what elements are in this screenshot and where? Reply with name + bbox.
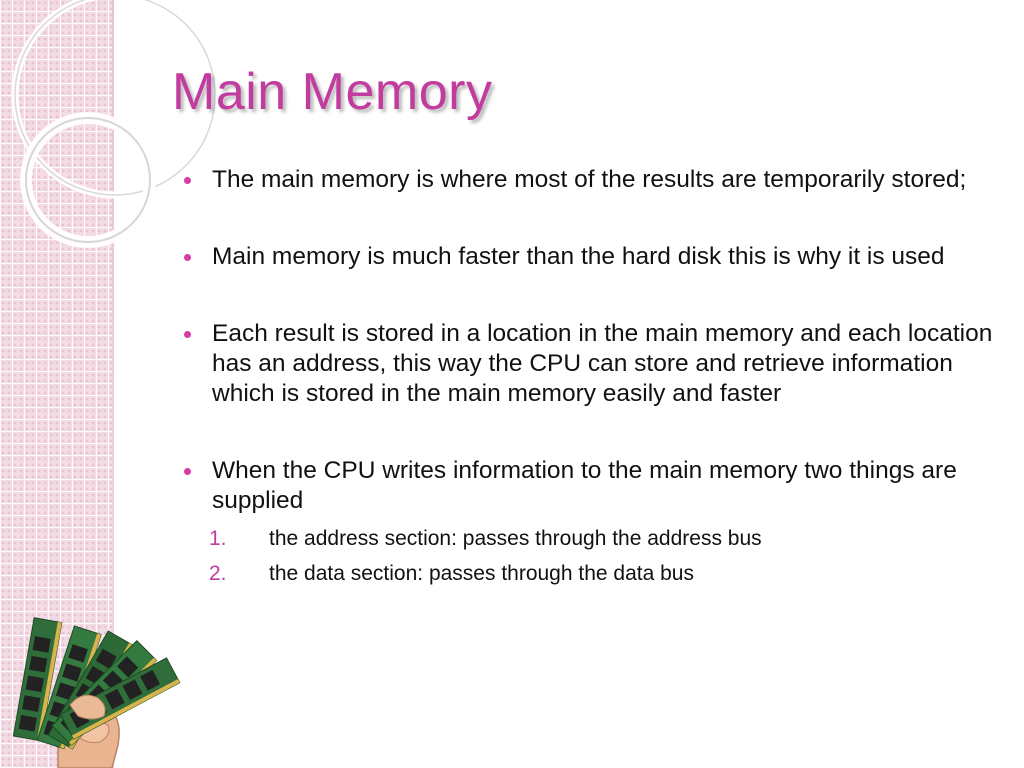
slide-title: Main Memory bbox=[172, 63, 493, 121]
bullet-item: The main memory is where most of the res… bbox=[184, 165, 1002, 195]
bullet-item: Main memory is much faster than the hard… bbox=[184, 242, 1002, 272]
bullet-text: Main memory is much faster than the hard… bbox=[212, 243, 945, 270]
numbered-subitem: 2. the data section: passes through the … bbox=[209, 556, 1002, 591]
bullet-list: The main memory is where most of the res… bbox=[184, 165, 1002, 591]
side-panel-edge bbox=[112, 0, 114, 768]
side-pattern-panel bbox=[0, 0, 112, 768]
bullet-text: The main memory is where most of the res… bbox=[212, 166, 967, 193]
subitem-text: the address section: passes through the … bbox=[269, 527, 762, 550]
numbered-sublist: 1. the address section: passes through t… bbox=[209, 521, 1002, 591]
bullet-text: When the CPU writes information to the m… bbox=[212, 457, 957, 514]
subitem-text: the data section: passes through the dat… bbox=[269, 562, 694, 585]
bullet-text: Each result is stored in a location in t… bbox=[212, 320, 993, 407]
bullet-item: Each result is stored in a location in t… bbox=[184, 319, 1002, 409]
subitem-number: 2. bbox=[209, 562, 227, 585]
numbered-subitem: 1. the address section: passes through t… bbox=[209, 521, 1002, 556]
subitem-number: 1. bbox=[209, 527, 227, 550]
bullet-item: When the CPU writes information to the m… bbox=[184, 456, 1002, 591]
